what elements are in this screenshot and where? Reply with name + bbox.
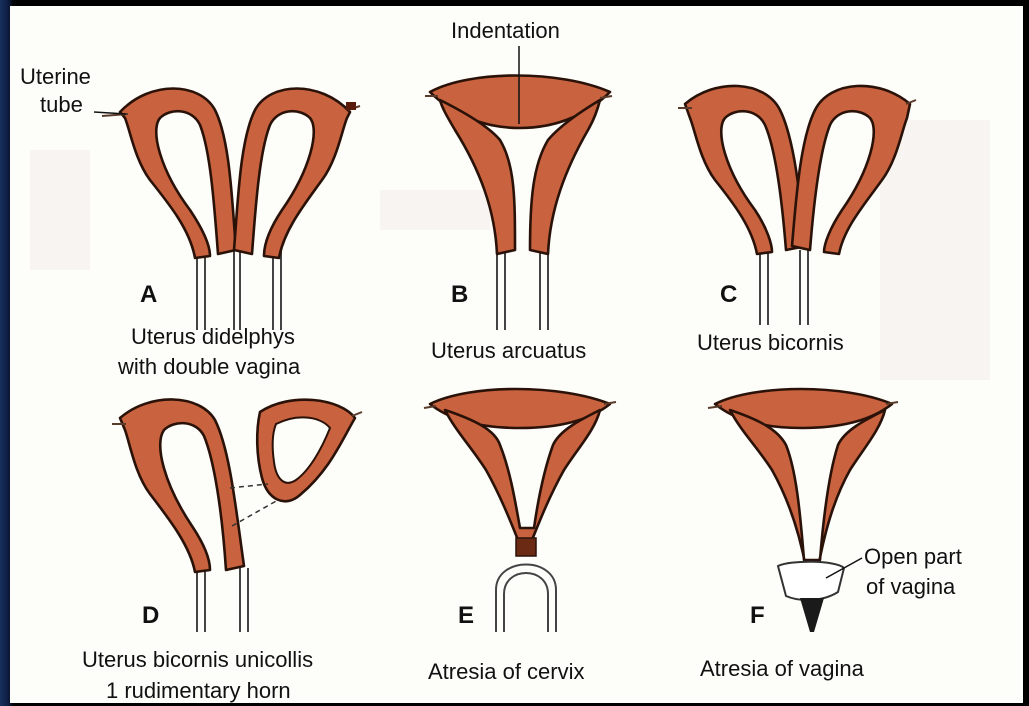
panel-d-uterus-bicornis-unicollis: [112, 399, 362, 632]
uterine-tube-label: Uterine: [20, 64, 91, 89]
atretic-vagina: [800, 598, 824, 632]
panel-letter-e: E: [458, 602, 474, 629]
open-part-of-vagina: [778, 562, 844, 600]
main-horn: [120, 399, 244, 572]
caption-a-line2: with double vagina: [117, 354, 301, 379]
panel-e-atresia-of-cervix: [424, 389, 616, 632]
panel-letter-f: F: [750, 602, 765, 629]
left-horn: [685, 86, 806, 254]
left-horn: [120, 89, 236, 259]
caption-d-line2: 1 rudimentary horn: [106, 678, 291, 703]
open-part-label-2: of vagina: [866, 574, 956, 599]
caption-a-line1: Uterus didelphys: [131, 324, 295, 349]
open-part-label: Open part: [864, 544, 962, 569]
right-horn: [234, 89, 350, 259]
caption-e: Atresia of cervix: [428, 659, 585, 684]
panel-letter-a: A: [140, 281, 157, 308]
caption-f: Atresia of vagina: [700, 656, 865, 681]
panel-letter-d: D: [142, 602, 159, 629]
indentation-label: Indentation: [451, 18, 560, 43]
panel-letter-b: B: [451, 281, 468, 308]
panel-letter-c: C: [720, 281, 737, 308]
uterine-tube-label-2: tube: [40, 92, 83, 117]
caption-d-line1: Uterus bicornis unicollis: [82, 647, 313, 672]
caption-c: Uterus bicornis: [697, 330, 844, 355]
caption-b: Uterus arcuatus: [431, 338, 586, 363]
